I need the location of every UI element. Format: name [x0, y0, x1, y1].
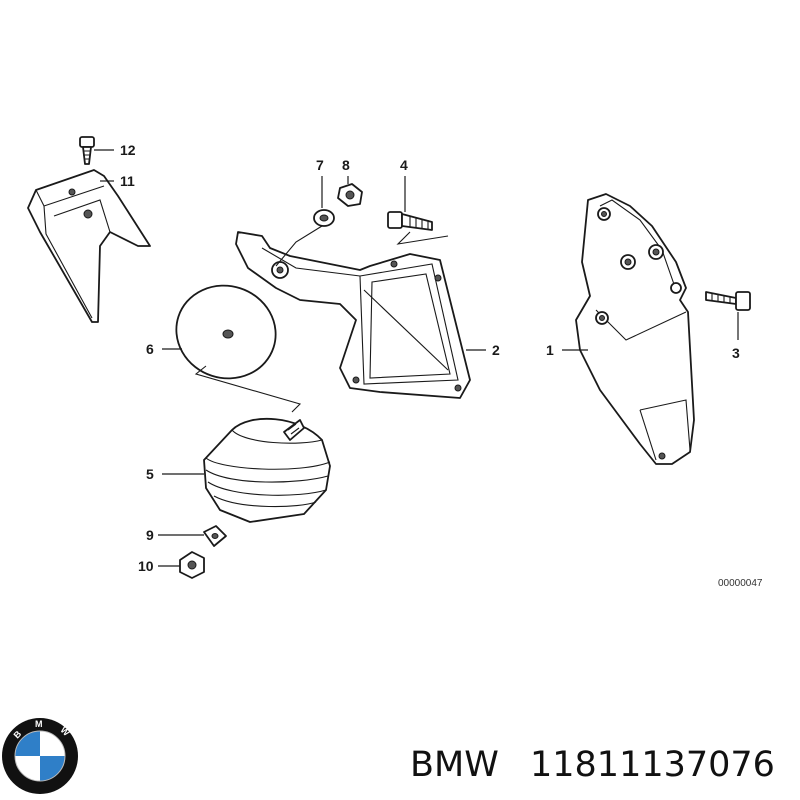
part-3-bolt	[705, 291, 751, 311]
callout-12: 12	[120, 142, 136, 158]
callout-4: 4	[400, 157, 408, 173]
callout-7: 7	[316, 157, 324, 173]
part-11-bracket	[27, 169, 151, 323]
part-number: 11811137076	[530, 745, 775, 785]
diagram-reference-code: 00000047	[718, 578, 763, 589]
brand-name: BMW	[410, 745, 499, 785]
callout-10: 10	[138, 558, 154, 574]
callout-8: 8	[342, 157, 350, 173]
part-6-disc	[175, 284, 277, 380]
part-2-support-plate	[235, 231, 471, 399]
callout-9: 9	[146, 527, 154, 543]
callout-5: 5	[146, 466, 154, 482]
callout-11: 11	[120, 173, 135, 189]
leader-lines	[94, 149, 739, 567]
callouts: 12 11 7 8 4 6 2 1 3 5 9 10	[120, 142, 740, 574]
callout-3: 3	[732, 345, 740, 361]
part-4-bolt	[387, 211, 433, 231]
part-10-nut	[179, 551, 205, 579]
callout-2: 2	[492, 342, 500, 358]
part-9-washer	[203, 525, 227, 547]
callout-6: 6	[146, 341, 154, 357]
part-8-nut	[337, 183, 363, 207]
part-12-bolt	[79, 136, 95, 165]
part-1-large-bracket	[575, 193, 695, 465]
bmw-logo: B M W	[2, 718, 78, 794]
logo-letter-m: M	[35, 719, 43, 729]
part-7-washer	[313, 209, 335, 227]
callout-1: 1	[546, 342, 554, 358]
part-5-rubber-mount	[203, 418, 331, 523]
